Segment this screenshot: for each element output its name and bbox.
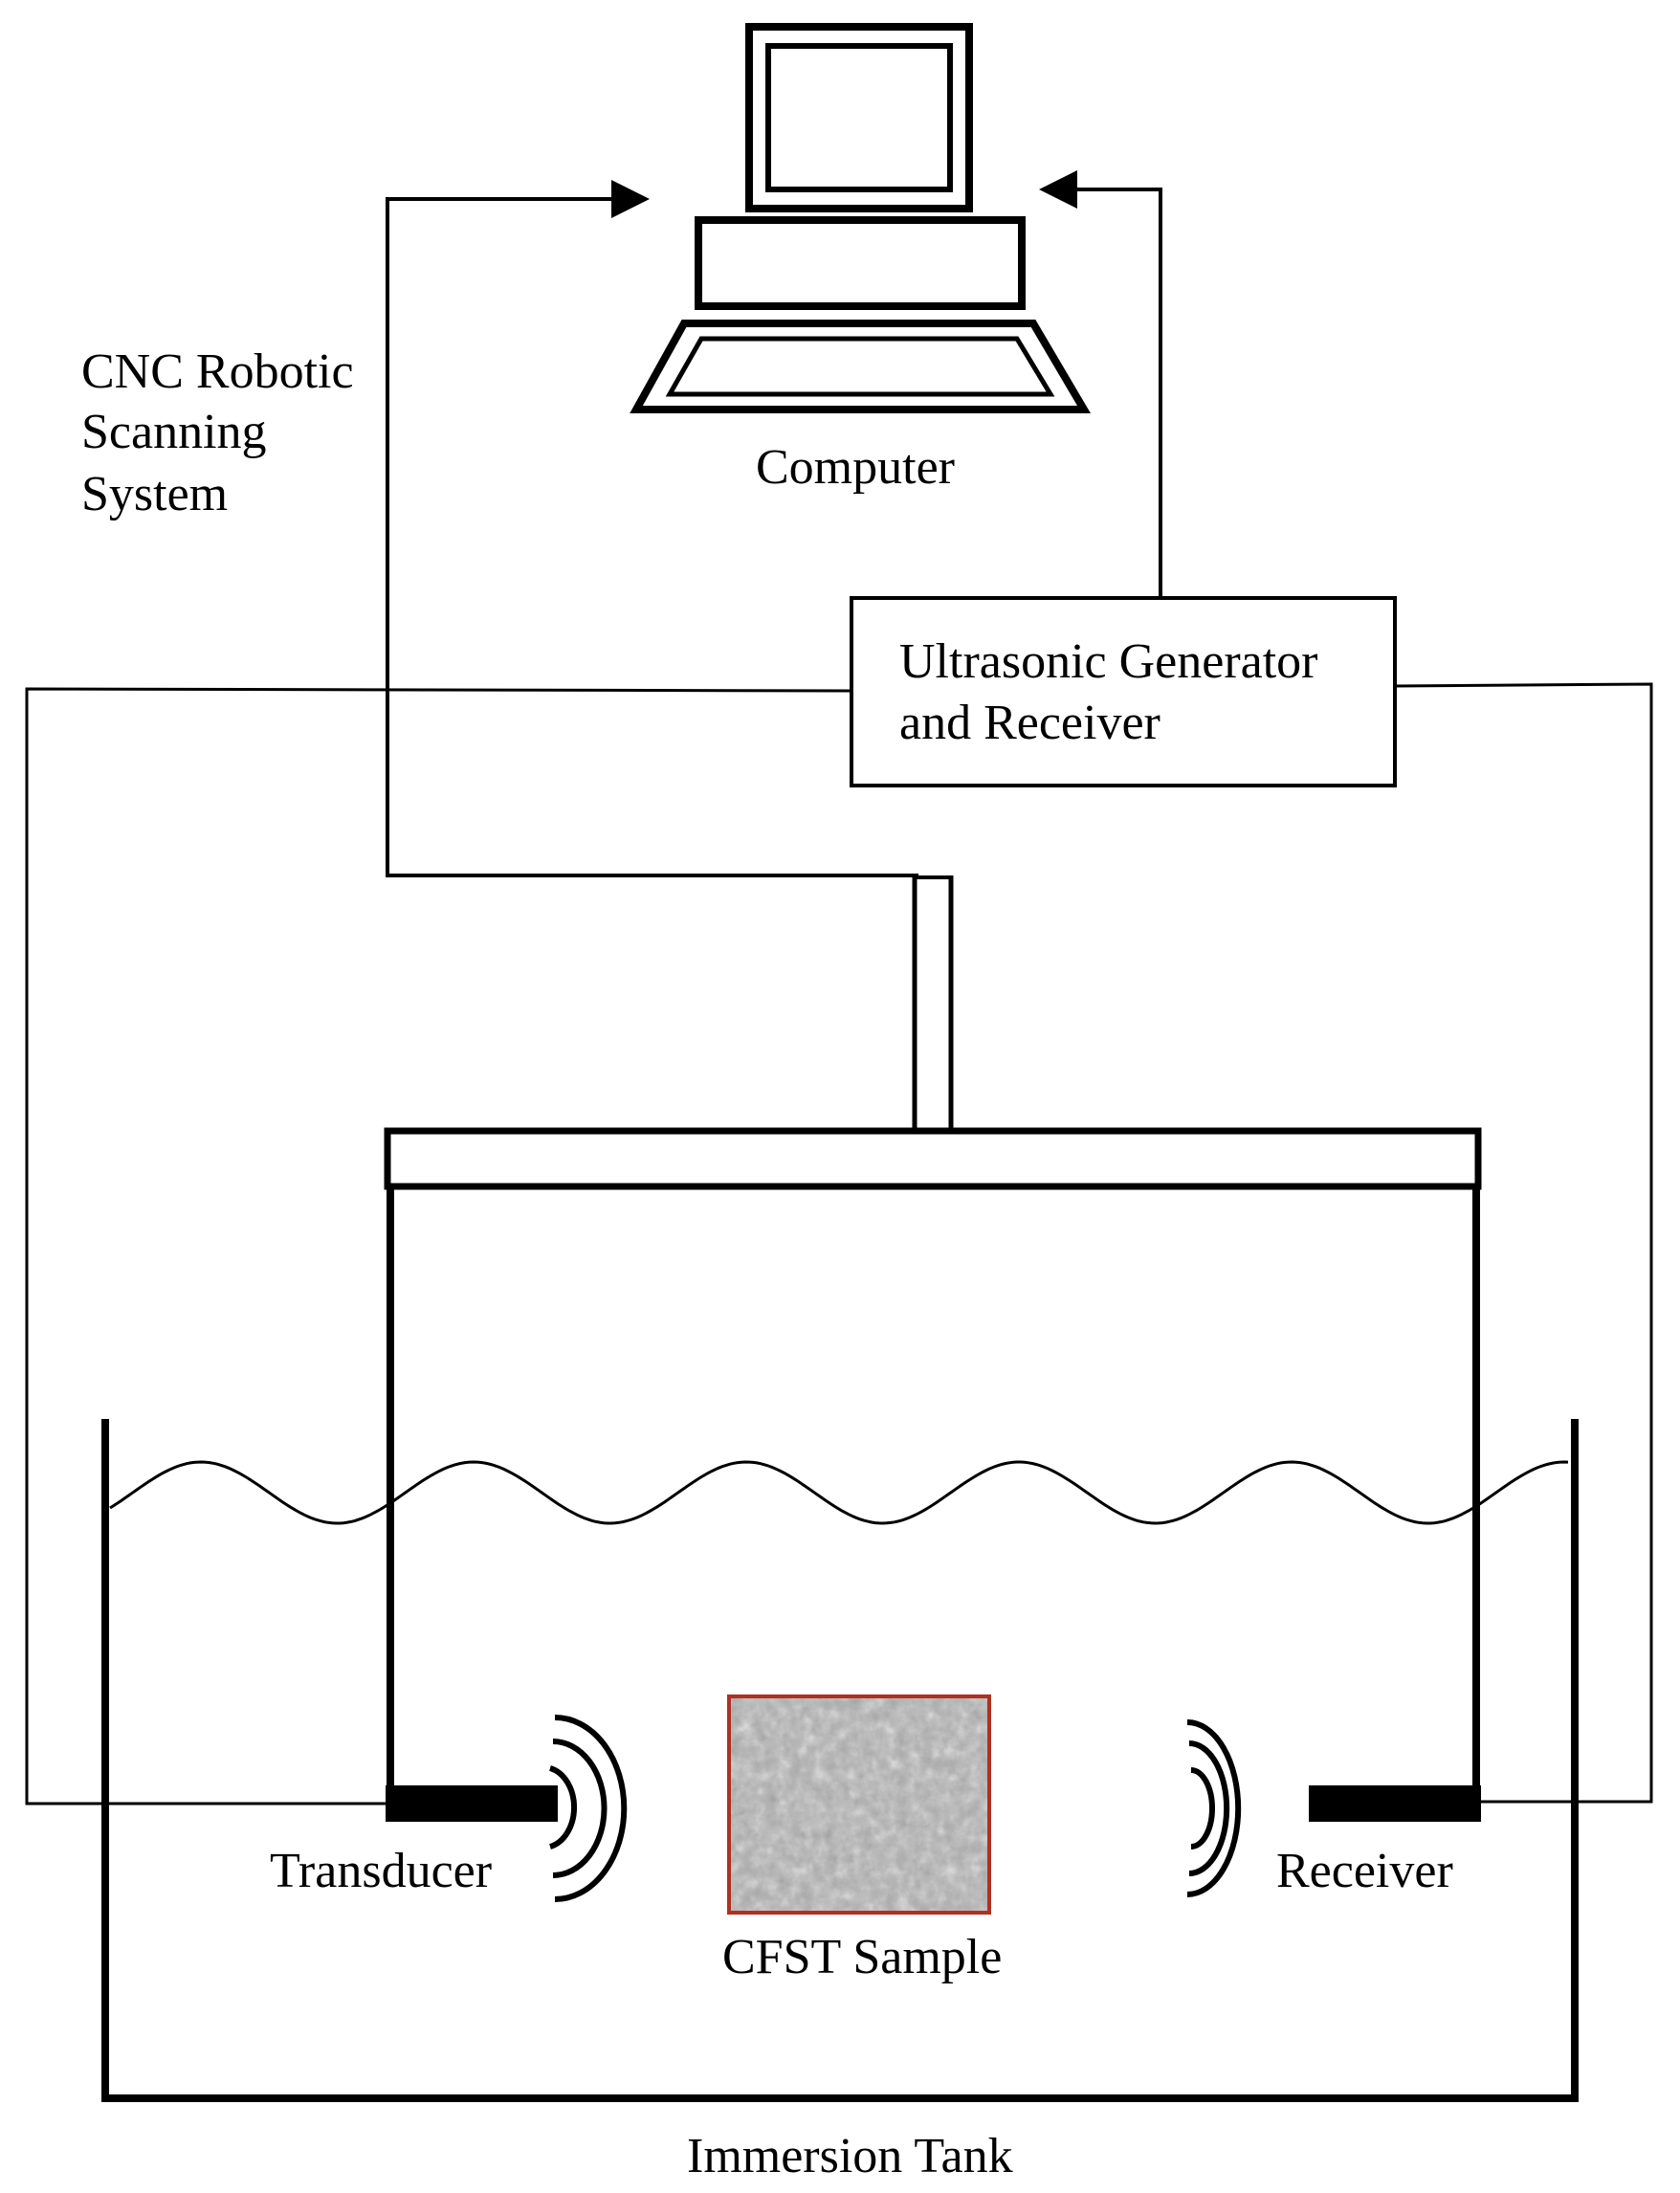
- receiver-cable: [1394, 682, 1653, 1804]
- scanning-arm: [912, 875, 954, 1131]
- generator-label-line2: and Receiver: [899, 696, 1161, 750]
- immersion-tank: [101, 1419, 1579, 2102]
- generator-box: [850, 596, 1397, 787]
- computer-label: Computer: [756, 440, 955, 495]
- receiver-waves-icon: [1186, 1719, 1242, 1897]
- transducer-cable: [25, 687, 852, 1805]
- cnc-label-line3: System: [81, 467, 228, 521]
- transducer-waves-icon: [549, 1715, 628, 1902]
- transducer-element: [386, 1785, 558, 1822]
- receiver-element: [1309, 1785, 1481, 1822]
- receiver-label: Receiver: [1276, 1844, 1453, 1898]
- sample-label: CFST Sample: [722, 1930, 1002, 1984]
- generator-signal-line: [1039, 170, 1162, 598]
- cnc-label-line1: CNC Robotic: [81, 344, 354, 399]
- water-surface: [109, 1460, 1569, 1525]
- cfst-sample: [727, 1695, 991, 1915]
- cnc-label-line2: Scanning: [81, 405, 267, 459]
- generator-label-line1: Ultrasonic Generator: [899, 634, 1317, 689]
- tank-label: Immersion Tank: [687, 2129, 1013, 2183]
- computer-icon: [630, 23, 1091, 413]
- transducer-label: Transducer: [270, 1844, 492, 1898]
- gantry-beam: [384, 1127, 1482, 1190]
- cnc-signal-line: [386, 180, 918, 877]
